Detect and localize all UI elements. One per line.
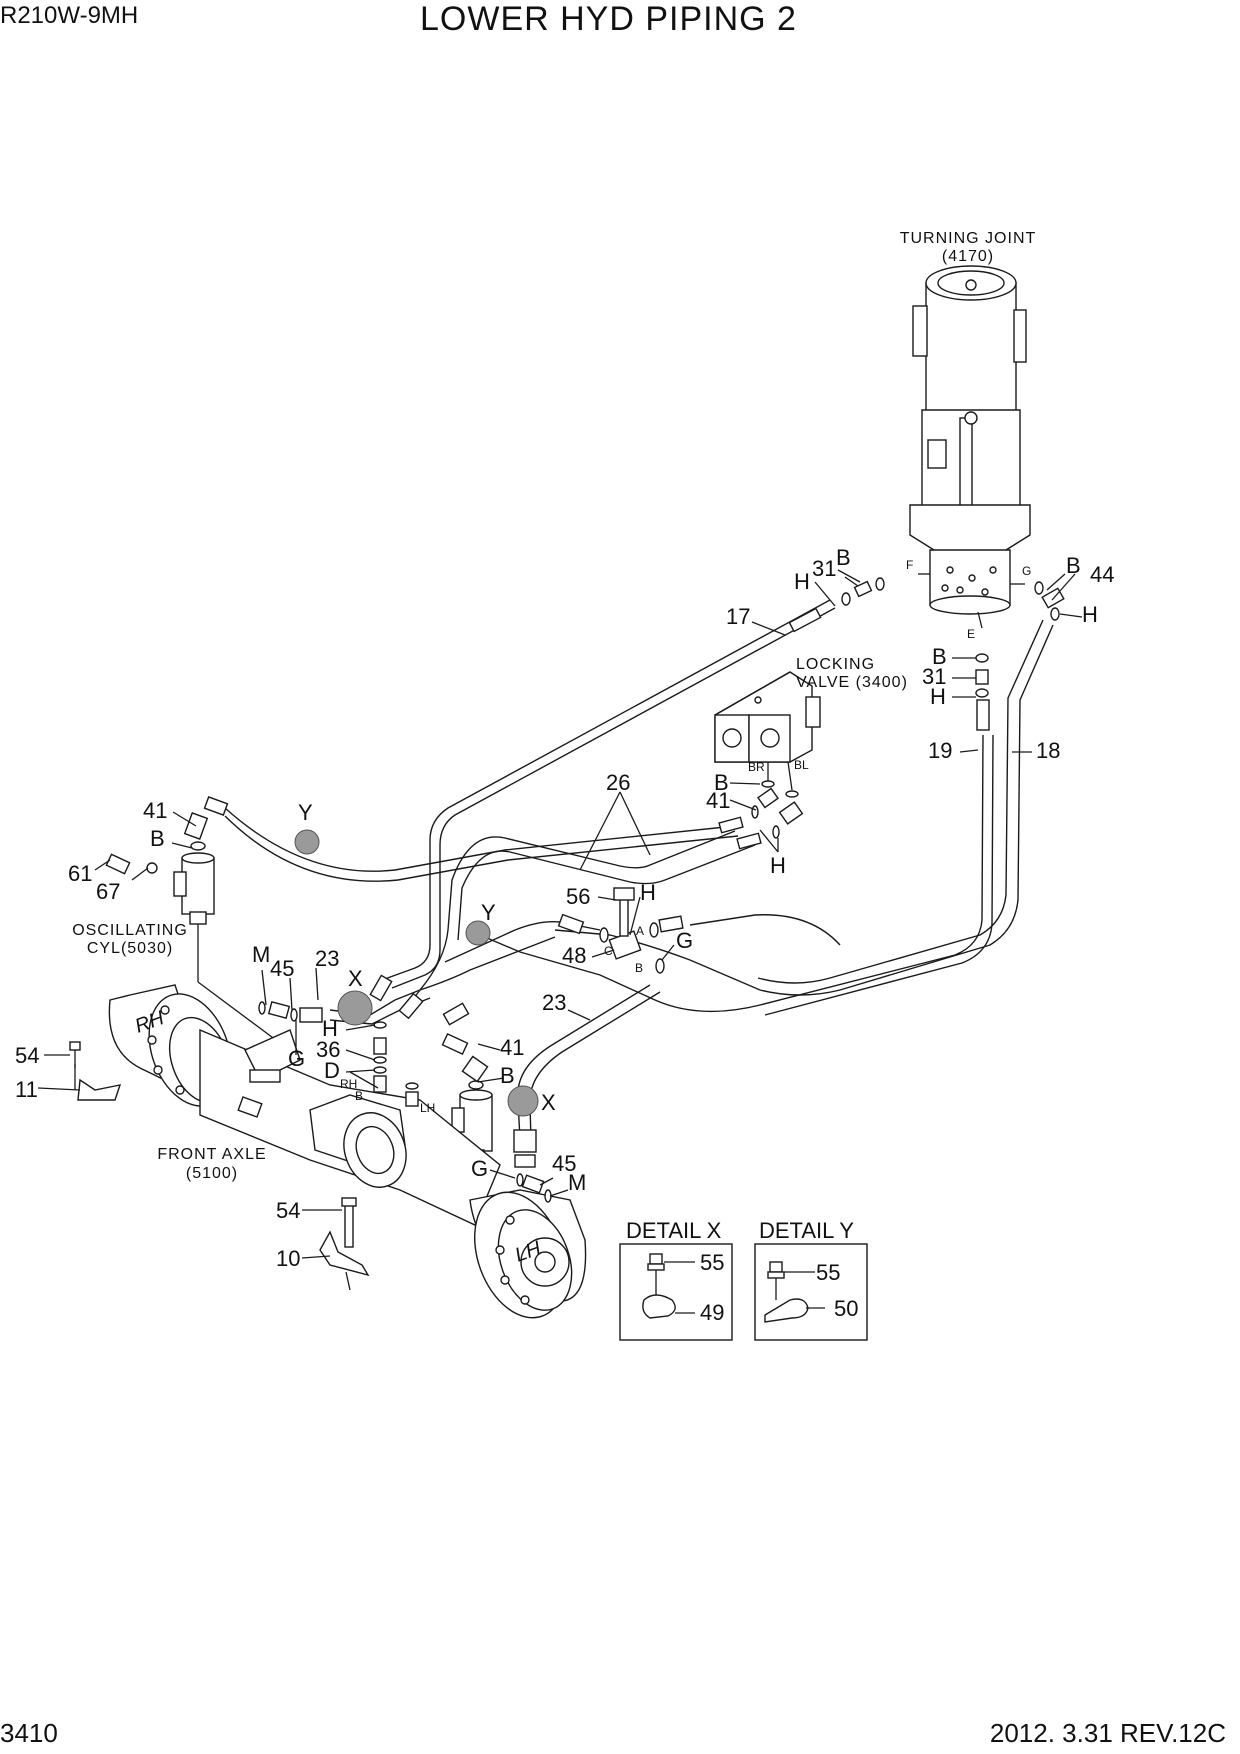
detail-y-bolt-callout: 55 <box>816 1260 840 1285</box>
callout-54-lh: 54 <box>276 1198 300 1223</box>
callout-d: D <box>324 1058 340 1083</box>
callout-x-lower: X <box>541 1090 556 1115</box>
callout-b-e-port: B <box>932 644 947 669</box>
callout-y-upper: Y <box>298 800 313 825</box>
page-title: LOWER HYD PIPING 2 <box>420 0 797 38</box>
callout-44: 44 <box>1090 562 1114 587</box>
bracket-10 <box>319 1197 370 1277</box>
port-label-a: A <box>636 924 644 938</box>
callout-11: 11 <box>15 1077 38 1102</box>
hose-26 <box>404 830 756 1011</box>
detail-y-title: DETAIL Y <box>759 1218 854 1243</box>
detail-y-box <box>754 1243 868 1341</box>
detail-x-title: DETAIL X <box>626 1218 722 1243</box>
callout-g-lh: G <box>471 1156 488 1181</box>
callout-m-rh: M <box>252 942 270 967</box>
model-number: R210W-9MH <box>0 2 139 29</box>
locking-valve-label-line1: LOCKING <box>796 656 875 673</box>
bracket-11 <box>69 1041 122 1101</box>
detail-y-marker-2 <box>465 920 491 946</box>
locking-valve <box>714 671 821 791</box>
detail-x-box <box>619 1243 733 1341</box>
callout-h-locking-valve: H <box>770 853 786 878</box>
oscillating-cyl-label-line1: OSCILLATING <box>72 922 188 939</box>
callout-b-locking-valve: B <box>714 770 729 795</box>
detail-x-bolt-callout: 55 <box>700 1250 724 1275</box>
callout-y-middle: Y <box>481 900 496 925</box>
locking-valve-fittings <box>751 780 804 839</box>
hose-18 <box>554 619 1054 996</box>
turning-joint-label-line2: (4170) <box>942 248 994 265</box>
hose-19 <box>479 734 994 1016</box>
page-number: 3410 <box>0 1718 58 1748</box>
callout-67: 67 <box>96 879 120 904</box>
callout-g-rh: G <box>288 1046 305 1071</box>
leader-lines <box>37 569 1083 1291</box>
callout-48: 48 <box>562 943 586 968</box>
axle-fittings <box>258 1001 552 1203</box>
callout-h-fitting-48: H <box>640 880 656 905</box>
callout-h-rh: H <box>322 1016 338 1041</box>
callout-b-upper-cyl: B <box>150 826 165 851</box>
port-label-br: BR <box>748 760 765 774</box>
date-revision: 2012. 3.31 REV.12C <box>989 1718 1226 1748</box>
callout-19: 19 <box>928 738 952 763</box>
fitting-48-56 <box>599 887 665 974</box>
port-label-lh: LH <box>420 1101 435 1115</box>
callout-b-lower-cyl: B <box>500 1063 515 1088</box>
callout-m-lh: M <box>568 1170 586 1195</box>
locking-valve-label-line2: VALVE (3400) <box>796 674 908 691</box>
port-label-c: C <box>604 944 613 958</box>
front-axle-label-line2: (5100) <box>186 1165 238 1182</box>
callout-41-lower-cyl: 41 <box>500 1035 524 1060</box>
callout-45-lh: 45 <box>552 1151 576 1176</box>
callout-g-fitting-48: G <box>676 928 693 953</box>
callout-45-rh: 45 <box>270 956 294 981</box>
port-label-rh: RH <box>340 1077 357 1091</box>
detail-x-clamp-callout: 49 <box>700 1300 724 1325</box>
callout-17: 17 <box>726 604 750 629</box>
callout-23-lower: 23 <box>542 990 566 1015</box>
callout-h-f-port: H <box>794 569 810 594</box>
front-axle <box>108 984 587 1319</box>
pipe-fittings <box>203 796 762 1168</box>
detail-y-marker-1 <box>294 829 320 855</box>
callout-h-g-port: H <box>1082 602 1098 627</box>
callout-18: 18 <box>1036 738 1060 763</box>
callout-36: 36 <box>316 1037 340 1062</box>
callout-26: 26 <box>606 770 630 795</box>
turning-joint <box>909 265 1031 629</box>
front-axle-label-line1: FRONT AXLE <box>157 1146 266 1163</box>
hose-17 <box>381 599 836 989</box>
turning-joint-label-line1: TURNING JOINT <box>900 230 1037 247</box>
hose-23-lower <box>517 984 661 1150</box>
port-label-e: E <box>967 627 975 641</box>
callout-h-e-port: H <box>930 684 946 709</box>
oscillating-cyl-label-line2: CYL(5030) <box>87 940 173 957</box>
callout-31-lower: 31 <box>922 664 946 689</box>
callout-b-g-port: B <box>1066 553 1081 578</box>
port-label-f: F <box>906 558 913 572</box>
detail-y-clamp-callout: 50 <box>834 1296 858 1321</box>
callout-41-upper-cyl: 41 <box>143 798 167 823</box>
detail-x-marker-1 <box>337 990 373 1026</box>
turning-joint-fittings <box>841 577 1065 731</box>
port-label-b2: B <box>355 1089 363 1103</box>
callout-b-f-port: B <box>836 545 851 570</box>
hose-y-line <box>224 807 739 882</box>
callout-54-rh: 54 <box>15 1043 39 1068</box>
port-label-b: B <box>635 961 643 975</box>
hose-56-branch <box>444 914 841 963</box>
callout-61: 61 <box>68 861 92 886</box>
callout-56: 56 <box>566 884 590 909</box>
port-label-g: G <box>1022 564 1031 578</box>
callout-23-upper: 23 <box>315 946 339 971</box>
port-label-bl: BL <box>794 758 809 772</box>
callout-10: 10 <box>276 1246 300 1271</box>
callout-31-upper: 31 <box>812 556 836 581</box>
detail-x-marker-2 <box>507 1085 539 1117</box>
callout-x-upper: X <box>348 966 363 991</box>
callout-41-locking-valve: 41 <box>706 788 730 813</box>
